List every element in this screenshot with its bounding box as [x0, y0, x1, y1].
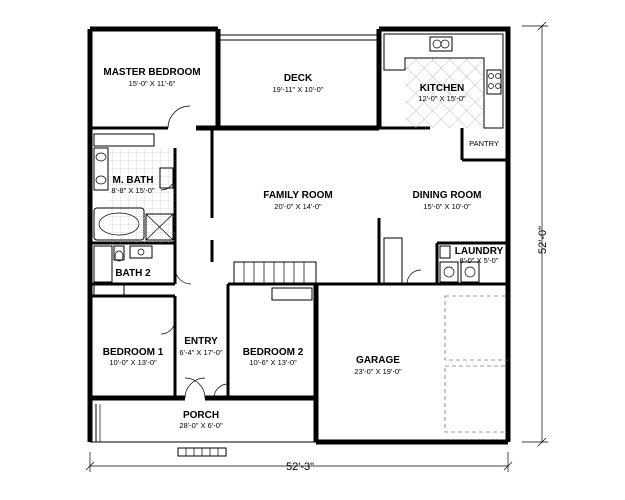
master-bath-fixtures: [93, 133, 174, 241]
bedroom-1-name: BEDROOM 1: [103, 347, 164, 358]
laundry-fixtures: [439, 245, 480, 283]
bedroom-2-dim: 10'-6" X 13'-0": [249, 358, 297, 367]
bath-2-name: BATH 2: [115, 268, 151, 279]
bath-2-fixtures: [93, 245, 153, 283]
kitchen-dim: 12'-0" X 15'-0": [418, 94, 466, 103]
closets: [93, 237, 403, 301]
master-bedroom-name: MASTER BEDROOM: [103, 67, 200, 78]
porch-dim: 28'-0" X 6'-0": [179, 421, 223, 430]
entry-name: ENTRY: [184, 336, 218, 347]
overall-depth-label: 52'-0": [537, 226, 549, 254]
master-bath-dim: 8'-8" X 15'-0": [111, 186, 155, 195]
entry-dim: 6'-4" X 17'-0": [179, 348, 223, 357]
deck-dim: 19'-11" X 10'-0": [273, 85, 324, 94]
garage-name: GARAGE: [356, 355, 400, 366]
width-dimension-line: [85, 452, 513, 472]
stairs: [233, 261, 317, 285]
porch-railing: [90, 404, 316, 457]
garage-doors: [444, 290, 509, 436]
family-room-dim: 20'-0" X 14'-0": [274, 202, 322, 211]
kitchen-tile-floor: [405, 58, 484, 128]
depth-dimension-line: [522, 21, 548, 447]
overall-width-label: 52'-3": [286, 461, 314, 473]
dining-room-dim: 15'-0" X 10'-0": [423, 202, 471, 211]
porch-name: PORCH: [183, 410, 219, 421]
deck-name: DECK: [284, 73, 313, 84]
master-bath-tile-floor: [108, 148, 175, 243]
master-bath-name: M. BATH: [113, 175, 154, 186]
bedroom-2-name: BEDROOM 2: [243, 347, 304, 358]
master-bedroom-dim: 15'-0" X 11'-6": [129, 79, 176, 88]
kitchen-name: KITCHEN: [420, 83, 464, 94]
pantry-name: PANTRY: [469, 139, 499, 148]
deck-railing: [218, 34, 379, 41]
doors: [160, 105, 422, 399]
laundry-dim: 8'-0" X 5'-0": [459, 256, 498, 265]
dining-room-name: DINING ROOM: [413, 190, 482, 201]
family-room-name: FAMILY ROOM: [263, 190, 332, 201]
garage-dim: 23'-0" X 19'-0": [354, 367, 402, 376]
bedroom-1-dim: 10'-0" X 13'-0": [109, 358, 157, 367]
laundry-name: LAUNDRY: [455, 246, 504, 257]
